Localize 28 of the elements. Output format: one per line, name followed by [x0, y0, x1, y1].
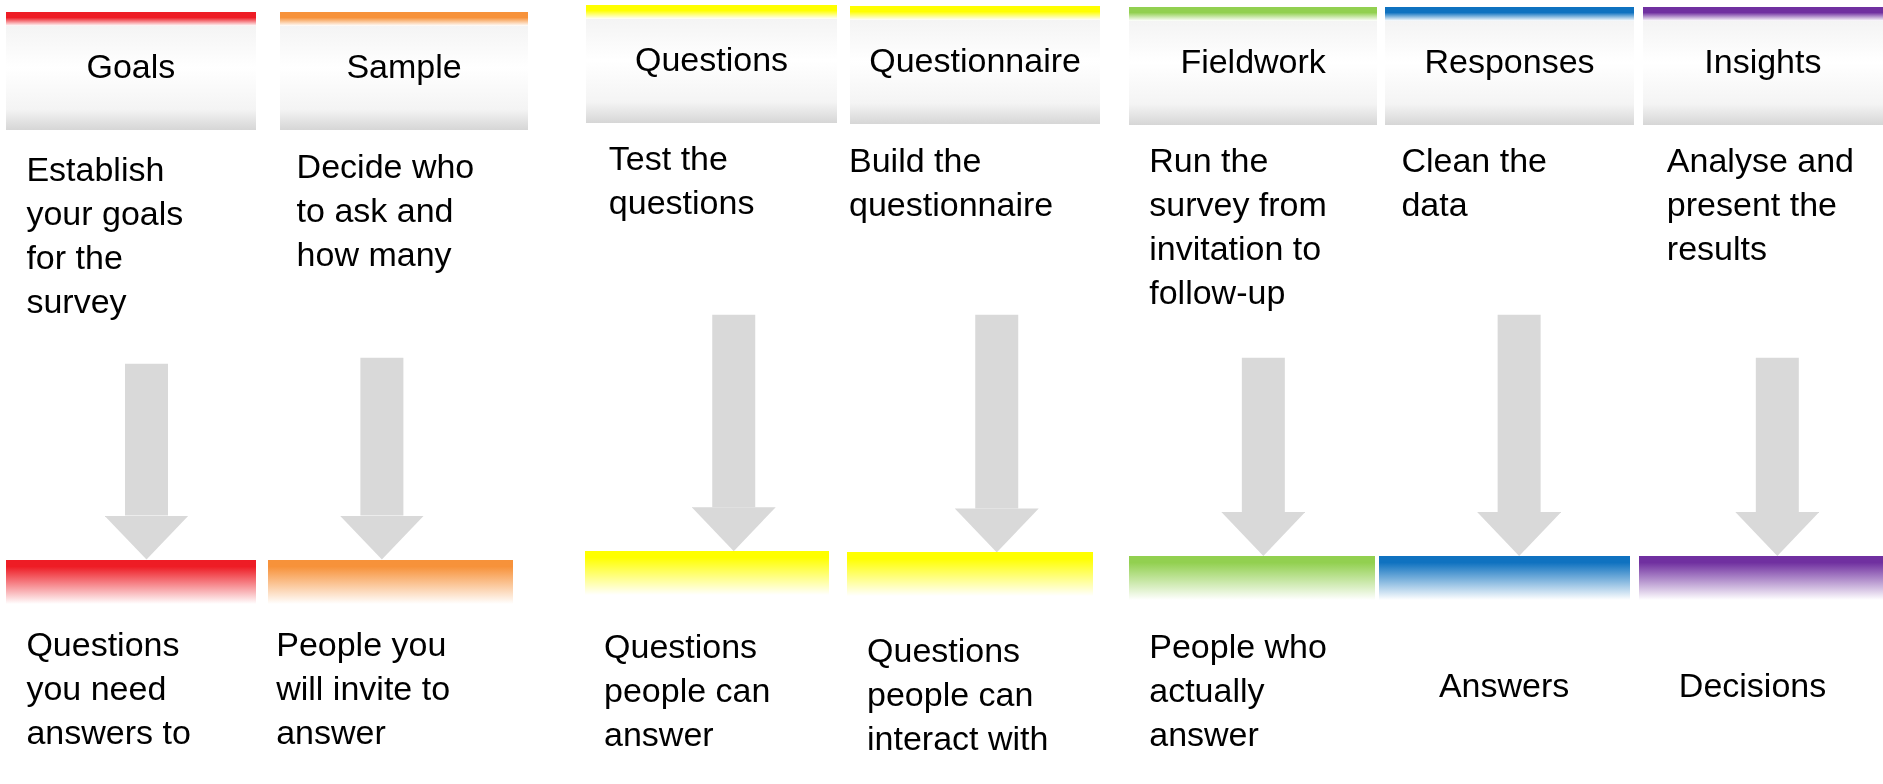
outcome-text: People you will invite to answer	[276, 624, 452, 754]
block-arrow	[1477, 314, 1562, 556]
block-arrow	[1735, 357, 1820, 556]
step-title: Questionnaire	[868, 40, 1082, 81]
outcome-text: Questions people can answer	[604, 626, 772, 756]
step-title: Fieldwork	[1179, 41, 1327, 83]
outcome-text: People who actually answer	[1149, 626, 1328, 756]
block-arrow	[954, 314, 1039, 553]
step-description: Clean the data	[1401, 140, 1548, 226]
block-arrow	[691, 314, 776, 552]
block-arrow	[104, 363, 189, 560]
step-description: Test the questions	[608, 137, 756, 223]
step-description: Establish your goals for the survey	[26, 148, 185, 322]
step-title: Insights	[1703, 41, 1823, 83]
step-title: Questions	[633, 38, 790, 80]
step-description: Decide who to ask and how many	[296, 146, 476, 276]
block-arrow	[1221, 357, 1306, 556]
step-title: Goals	[85, 46, 177, 87]
outcome-text: Questions people can interact with	[867, 630, 1050, 760]
step-title: Responses	[1423, 41, 1596, 83]
outcome-text: Answers	[1437, 664, 1571, 706]
step-title: Sample	[345, 46, 463, 87]
step-description: Analyse and present the results	[1666, 140, 1855, 270]
outcome-text: Decisions	[1678, 664, 1828, 706]
block-arrow	[339, 357, 424, 560]
step-description: Run the survey from invitation to follow-up	[1149, 140, 1328, 314]
step-description: Build the questionnaire	[849, 140, 1055, 226]
outcome-text: Questions you need answers to	[26, 624, 192, 754]
